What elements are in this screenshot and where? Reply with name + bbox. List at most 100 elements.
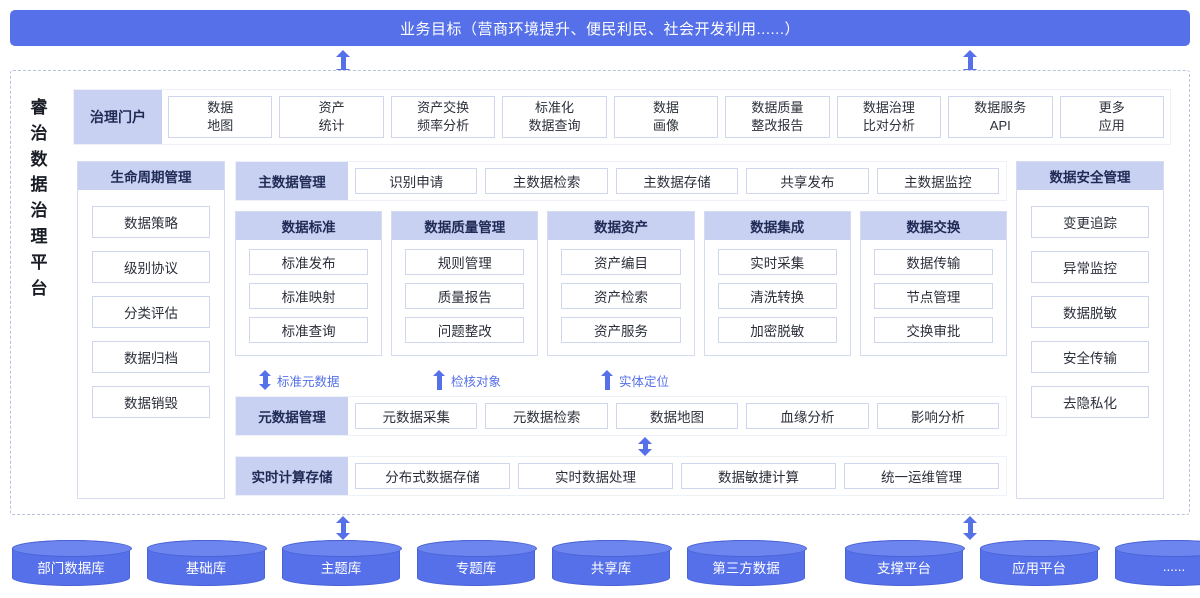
portal-app-card[interactable]: 数据 地图 bbox=[168, 96, 273, 138]
lifecycle-item[interactable]: 数据归档 bbox=[92, 341, 210, 373]
data-source-label: 第三方数据 bbox=[712, 560, 780, 576]
flow-label-text: 检核对象 bbox=[451, 374, 502, 389]
domain-item[interactable]: 数据传输 bbox=[873, 249, 994, 275]
arrow-shaft bbox=[604, 376, 610, 390]
metadata-item[interactable]: 影响分析 bbox=[876, 403, 1000, 429]
realtime-item[interactable]: 数据敏捷计算 bbox=[681, 463, 836, 489]
master-data-title: 主数据管理 bbox=[236, 162, 348, 200]
domain-item[interactable]: 交换审批 bbox=[873, 317, 994, 343]
lifecycle-panel-title: 生命周期管理 bbox=[78, 162, 224, 190]
master-data-item[interactable]: 主数据检索 bbox=[485, 168, 608, 194]
data-security-panel: 数据安全管理 变更追踪 异常监控 数据脱敏 安全传输 去隐私化 bbox=[1016, 161, 1164, 499]
connector-arrow-sources-right bbox=[963, 516, 977, 540]
domain-item[interactable]: 加密脱敏 bbox=[717, 317, 837, 343]
metadata-item[interactable]: 血缘分析 bbox=[746, 403, 869, 429]
arrow-shaft bbox=[967, 523, 973, 533]
domain-item[interactable]: 资产服务 bbox=[561, 317, 681, 343]
realtime-item[interactable]: 实时数据处理 bbox=[518, 463, 673, 489]
portal-app-card[interactable]: 更多 应用 bbox=[1059, 96, 1164, 138]
metadata-item[interactable]: 元数据检索 bbox=[485, 403, 608, 429]
lifecycle-item[interactable]: 数据策略 bbox=[92, 206, 210, 238]
flow-label-entity-location: 实体定位 bbox=[601, 370, 669, 390]
metadata-management-row: 元数据管理 元数据采集 元数据检索 数据地图 血缘分析 影响分析 bbox=[235, 396, 1007, 436]
flow-label-standard-metadata: 标准元数据 bbox=[259, 370, 340, 390]
arrow-head-up bbox=[433, 370, 445, 376]
arrow-head-down bbox=[259, 384, 271, 390]
lifecycle-item[interactable]: 级别协议 bbox=[92, 251, 210, 283]
portal-app-card[interactable]: 资产交换 频率分析 bbox=[390, 96, 496, 138]
portal-app-card[interactable]: 数据服务 API bbox=[948, 96, 1053, 138]
domain-item[interactable]: 标准发布 bbox=[249, 249, 369, 275]
master-data-items: 识别申请 主数据检索 主数据存储 共享发布 主数据监控 bbox=[348, 162, 1006, 200]
metadata-item[interactable]: 数据地图 bbox=[615, 403, 739, 429]
portal-app-line2: 数据查询 bbox=[528, 118, 581, 133]
data-source-cylinder[interactable]: 主题库 bbox=[282, 540, 402, 586]
realtime-item[interactable]: 统一运维管理 bbox=[844, 463, 999, 489]
portal-app-line2: 画像 bbox=[652, 118, 679, 133]
security-item[interactable]: 变更追踪 bbox=[1031, 206, 1149, 238]
domain-column-body: 数据传输 节点管理 交换审批 bbox=[861, 240, 1006, 343]
data-source-cylinder[interactable]: 部门数据库 bbox=[12, 540, 132, 586]
data-source-cylinder[interactable]: 支撑平台 bbox=[845, 540, 965, 586]
arrow-shaft bbox=[262, 376, 268, 384]
realtime-item[interactable]: 分布式数据存储 bbox=[355, 463, 510, 489]
up-arrow-icon bbox=[601, 370, 613, 390]
metadata-management-items: 元数据采集 元数据检索 数据地图 血缘分析 影响分析 bbox=[348, 397, 1006, 435]
arrow-shaft bbox=[967, 57, 973, 69]
portal-app-card[interactable]: 数据 画像 bbox=[613, 96, 719, 138]
lifecycle-item[interactable]: 分类评估 bbox=[92, 296, 210, 328]
portal-app-card[interactable]: 标准化 数据查询 bbox=[502, 96, 607, 138]
data-source-label: ...... bbox=[1162, 559, 1186, 574]
domain-item[interactable]: 问题整改 bbox=[405, 317, 525, 343]
vtitle-char: 平 bbox=[30, 252, 48, 272]
portal-app-card[interactable]: 数据质量 整改报告 bbox=[725, 96, 830, 138]
governance-portal-row: 治理门户 数据 地图 资产 统计 资产交换 频率分析 标准化 数据查询 数据 画… bbox=[73, 89, 1171, 145]
domain-item[interactable]: 清洗转换 bbox=[717, 283, 837, 309]
metadata-item[interactable]: 元数据采集 bbox=[355, 403, 478, 429]
data-source-cylinder[interactable]: 专题库 bbox=[417, 540, 537, 586]
data-source-cylinder[interactable]: 第三方数据 bbox=[687, 540, 807, 586]
data-source-cylinder[interactable]: 基础库 bbox=[147, 540, 267, 586]
lifecycle-panel-body: 数据策略 级别协议 分类评估 数据归档 数据销毁 bbox=[78, 190, 224, 418]
domain-item[interactable]: 资产检索 bbox=[561, 283, 681, 309]
data-source-cylinder[interactable]: 共享库 bbox=[552, 540, 672, 586]
master-data-item[interactable]: 共享发布 bbox=[746, 168, 869, 194]
master-data-item[interactable]: 主数据存储 bbox=[615, 168, 739, 194]
lifecycle-item[interactable]: 数据销毁 bbox=[92, 386, 210, 418]
domain-item[interactable]: 标准查询 bbox=[249, 317, 369, 343]
security-item[interactable]: 安全传输 bbox=[1031, 341, 1149, 373]
vtitle-char: 数 bbox=[30, 149, 48, 169]
data-source-label: 共享库 bbox=[590, 560, 632, 576]
portal-app-line1: 数据质量 bbox=[751, 100, 804, 116]
master-data-item[interactable]: 主数据监控 bbox=[876, 168, 1000, 194]
portal-app-card[interactable]: 资产 统计 bbox=[279, 96, 384, 138]
security-item[interactable]: 去隐私化 bbox=[1031, 386, 1149, 418]
arrow-head-up bbox=[259, 370, 271, 376]
domain-item[interactable]: 质量报告 bbox=[405, 283, 525, 309]
security-item[interactable]: 异常监控 bbox=[1031, 251, 1149, 283]
portal-app-line1: 资产 bbox=[318, 100, 345, 116]
data-source-cylinder[interactable]: 应用平台 bbox=[980, 540, 1100, 586]
security-item[interactable]: 数据脱敏 bbox=[1031, 296, 1149, 328]
lifecycle-panel: 生命周期管理 数据策略 级别协议 分类评估 数据归档 数据销毁 bbox=[77, 161, 225, 499]
master-data-item[interactable]: 识别申请 bbox=[355, 168, 478, 194]
arrow-head-up bbox=[336, 50, 350, 57]
domain-item[interactable]: 节点管理 bbox=[873, 283, 994, 309]
portal-app-line1: 标准化 bbox=[535, 100, 575, 116]
arrow-head-up bbox=[963, 516, 977, 523]
portal-app-card[interactable]: 数据治理 比对分析 bbox=[836, 96, 942, 138]
domain-item[interactable]: 规则管理 bbox=[405, 249, 525, 275]
connector-arrow-metadata-realtime bbox=[638, 437, 652, 456]
metadata-management-title: 元数据管理 bbox=[236, 397, 348, 435]
domain-column-title: 数据质量管理 bbox=[392, 212, 538, 240]
bidirectional-arrow-icon bbox=[259, 370, 271, 390]
domain-column-data-integration: 数据集成 实时采集 清洗转换 加密脱敏 bbox=[703, 211, 851, 356]
domain-item[interactable]: 实时采集 bbox=[717, 249, 837, 275]
portal-app-line2: 应用 bbox=[1098, 118, 1125, 133]
domain-item[interactable]: 标准映射 bbox=[249, 283, 369, 309]
governance-portal-items: 数据 地图 资产 统计 资产交换 频率分析 标准化 数据查询 数据 画像 数据质… bbox=[162, 90, 1170, 144]
arrow-head-up bbox=[963, 50, 977, 57]
data-source-cylinder[interactable]: ...... bbox=[1115, 540, 1200, 586]
domain-item[interactable]: 资产编目 bbox=[561, 249, 681, 275]
portal-app-line2: 统计 bbox=[318, 118, 345, 133]
